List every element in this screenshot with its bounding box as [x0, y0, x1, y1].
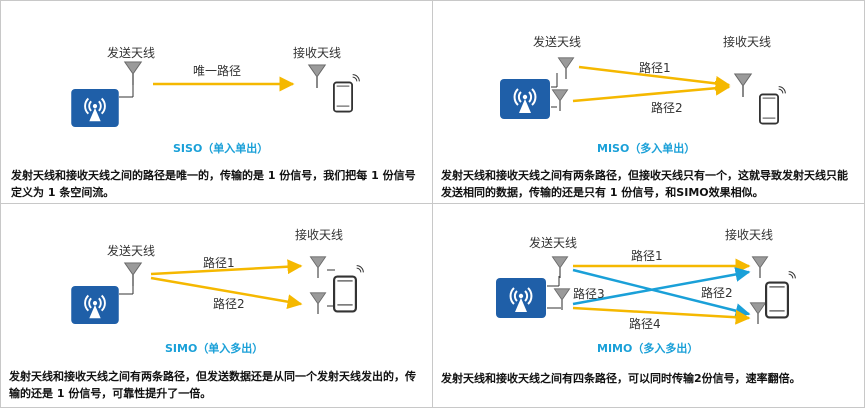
- tx-antenna-icon: [123, 61, 143, 85]
- panel-description: 发射天线和接收天线之间的路径是唯一的，传输的是 1 份信号，我们把每 1 份信号…: [11, 169, 416, 199]
- router-icon: [499, 79, 551, 119]
- rx-antenna-icon: [749, 302, 767, 324]
- path-3-arrow: [572, 267, 751, 306]
- panel-title: MISO（多入单出）: [597, 142, 696, 155]
- rx-antenna-icon: [309, 292, 327, 314]
- path-2-arrow: [150, 276, 303, 310]
- path-1-label: 路径1: [639, 61, 671, 75]
- miso-panel: 发送天线 接收天线 路径1 路径2 MISO（多入单出） 发射天线和接收天线之间…: [432, 0, 865, 204]
- panel-description: 发射天线和接收天线之间有四条路径，可以同时传输2份信号，速率翻倍。: [441, 372, 801, 385]
- panel-title: SIMO（单入多出）: [165, 342, 264, 355]
- tx-antenna-icon: [551, 89, 569, 111]
- rx-antenna-icon: [307, 64, 327, 88]
- signal-waves-icon: [788, 271, 796, 279]
- tx-antenna-label: 发送天线: [533, 35, 582, 49]
- tx-antenna-icon: [123, 262, 143, 286]
- path-2-label: 路径2: [701, 286, 733, 300]
- phone-icon: [333, 81, 353, 113]
- path-1-arrow: [150, 259, 303, 276]
- router-icon: [71, 89, 119, 127]
- rx-antenna-label: 接收天线: [293, 46, 342, 60]
- signal-waves-icon: [352, 74, 360, 82]
- panel-title: SISO（单入单出）: [173, 142, 269, 155]
- path-2-arrow: [572, 268, 751, 319]
- simo-panel: 发送天线 接收天线 路径1 路径2 SIMO（单入多出） 发射天线和接收天线之间…: [0, 203, 433, 408]
- tx-antenna-icon: [551, 256, 569, 278]
- tx-antenna-icon: [553, 288, 571, 310]
- rx-antenna-icon: [733, 73, 753, 97]
- panel-description: 发射天线和接收天线之间有两条路径，但接收天线只有一个，这就导致发射天线只能发送相…: [441, 169, 848, 199]
- signal-waves-icon: [356, 265, 364, 273]
- path-label: 唯一路径: [193, 64, 242, 78]
- rx-antenna-label: 接收天线: [295, 228, 344, 242]
- path-2-label: 路径2: [651, 101, 683, 115]
- rx-antenna-icon: [751, 256, 769, 278]
- siso-diagram: [71, 61, 360, 127]
- mimo-panel: 发送天线 接收天线 路径1 路径2 路径3 路径4 MIMO（多入多出） 发射天…: [432, 203, 865, 408]
- rx-antenna-label: 接收天线: [725, 228, 774, 242]
- tx-antenna-label: 发送天线: [529, 236, 578, 250]
- mimo-diagram: [495, 256, 796, 325]
- router-icon: [71, 286, 119, 324]
- phone-icon: [759, 93, 779, 125]
- path-4-arrow: [572, 306, 751, 325]
- path-1-label: 路径1: [631, 249, 663, 263]
- signal-waves-icon: [778, 86, 786, 94]
- panel-description: 发射天线和接收天线之间有两条路径，但发送数据还是从同一个发射天线发出的，传输的还…: [9, 370, 416, 400]
- tx-antenna-label: 发送天线: [107, 46, 156, 60]
- path-2-label: 路径2: [213, 297, 245, 311]
- rx-antenna-icon: [309, 256, 327, 278]
- path-2-arrow: [572, 80, 731, 103]
- miso-diagram: [499, 57, 786, 125]
- router-icon: [495, 278, 547, 318]
- tx-antenna-label: 发送天线: [107, 244, 156, 258]
- path-1-label: 路径1: [203, 256, 235, 270]
- path-4-label: 路径4: [629, 317, 661, 331]
- path-3-label: 路径3: [573, 287, 605, 301]
- rx-antenna-label: 接收天线: [723, 35, 772, 49]
- phone-icon: [333, 275, 357, 313]
- panel-title: MIMO（多入多出）: [597, 342, 699, 355]
- phone-icon: [765, 281, 789, 319]
- path-1-arrow: [578, 65, 731, 91]
- simo-diagram: [71, 256, 364, 324]
- siso-panel: 发送天线 接收天线 唯一路径 SISO（单入单出） 发射天线和接收天线之间的路径…: [0, 0, 433, 204]
- tx-antenna-icon: [557, 57, 575, 79]
